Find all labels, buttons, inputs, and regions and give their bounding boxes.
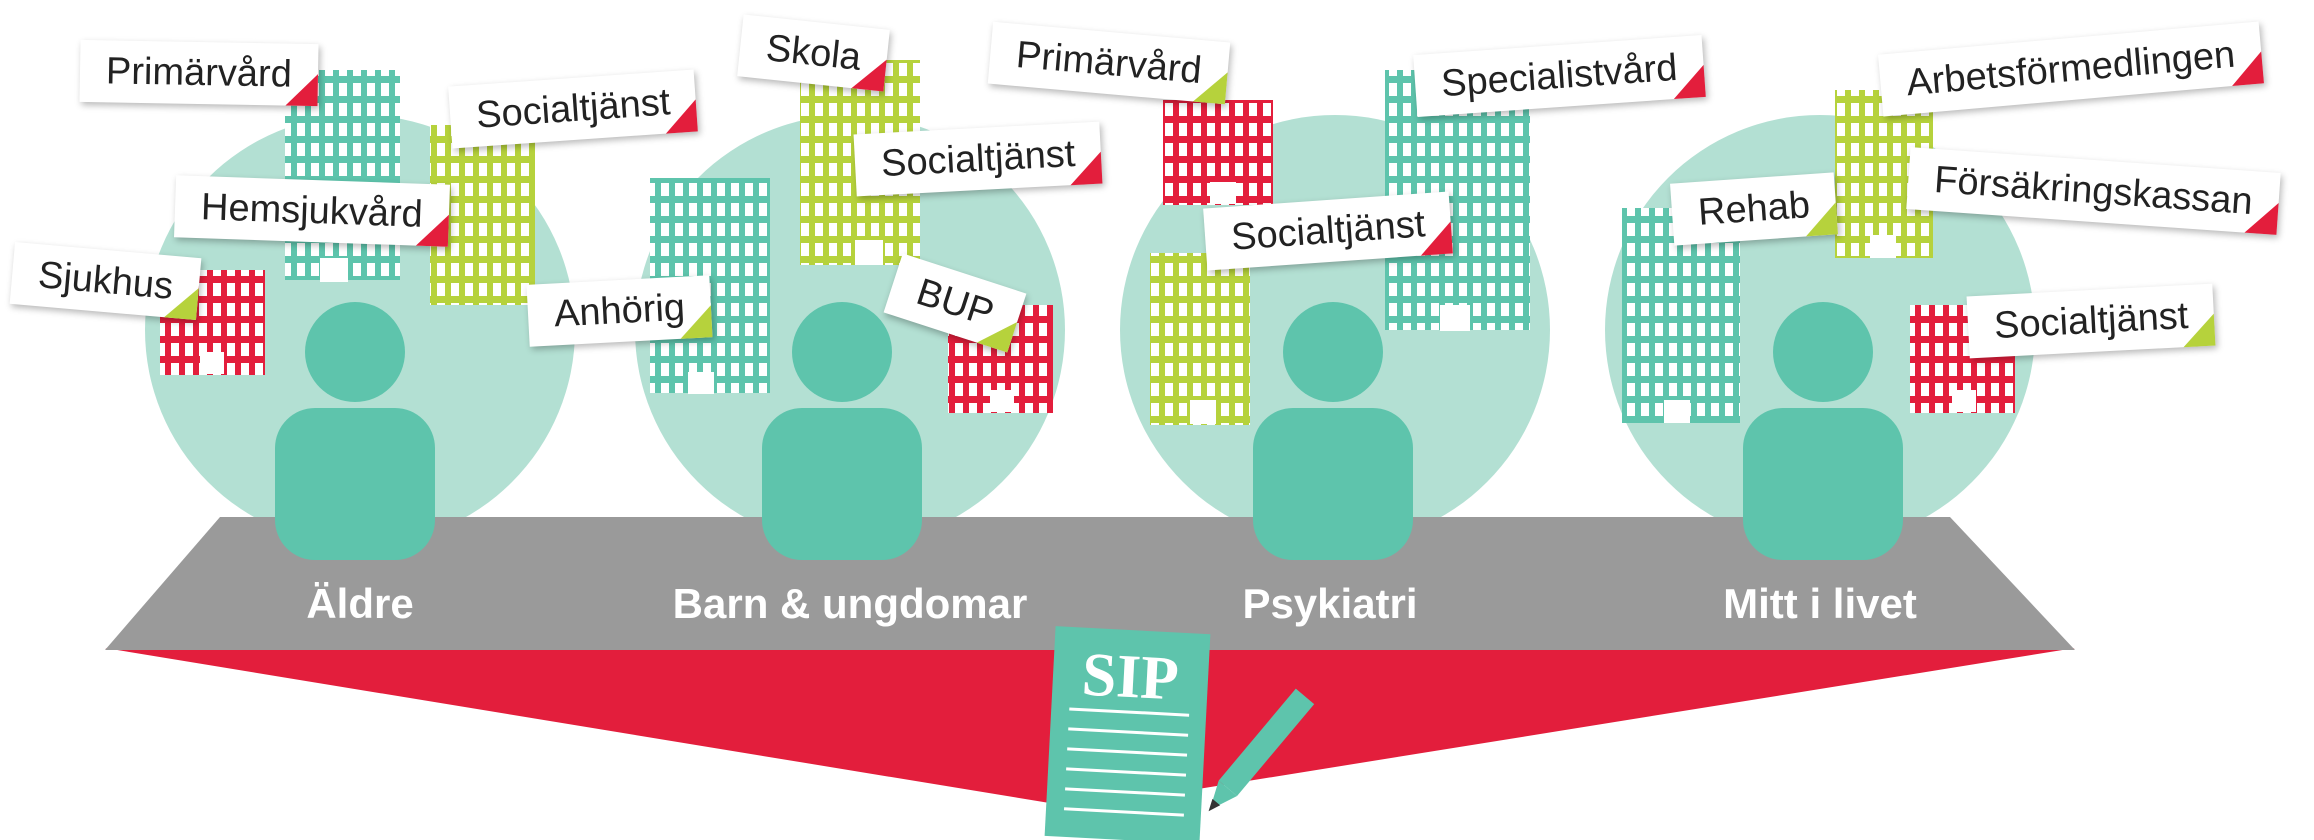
pen-icon	[1208, 688, 1315, 812]
tag-label: Sjukhus	[36, 254, 175, 308]
tag-mitt-rehab: Rehab	[1670, 172, 1838, 246]
tag-barn-anhorig: Anhörig	[526, 275, 713, 347]
person-icon-psykiatri	[1253, 302, 1413, 560]
building-aldre-red	[160, 270, 265, 375]
gray-platform	[105, 517, 2075, 650]
tag-label: Socialtjänst	[474, 81, 672, 137]
tag-mitt-socialtjanst: Socialtjänst	[1966, 283, 2216, 359]
tag-label: Rehab	[1696, 184, 1812, 234]
group-label-mitt: Mitt i livet	[1723, 580, 1917, 627]
tag-label: Socialtjänst	[1993, 294, 2190, 348]
tag-label: Anhörig	[552, 286, 686, 336]
tag-label: Socialtjänst	[880, 132, 1077, 186]
person-icon-mitt	[1743, 302, 1903, 560]
tag-label: Primärvård	[1014, 33, 1204, 93]
tag-label: Hemsjukvård	[200, 186, 424, 236]
building-psykiatri-lime	[1150, 253, 1250, 425]
tag-label: Specialistvård	[1439, 46, 1679, 106]
building-aldre-teal	[285, 70, 400, 282]
tag-label: Skola	[764, 27, 863, 79]
group-label-psykiatri: Psykiatri	[1242, 580, 1418, 627]
building-mitt-lime	[1835, 90, 1933, 258]
group-label-barn: Barn & ungdomar	[672, 580, 1028, 627]
building-psykiatri-red	[1163, 100, 1273, 205]
person-icon-aldre	[275, 302, 435, 560]
tag-label: Primärvård	[105, 50, 293, 96]
sip-document-icon	[1044, 626, 1211, 840]
tag-label: Socialtjänst	[1229, 203, 1427, 259]
tag-aldre-primarvard: Primärvård	[79, 39, 319, 107]
group-label-aldre: Äldre	[306, 580, 414, 627]
tag-barn-socialtjanst: Socialtjänst	[853, 121, 1103, 197]
person-icon-barn	[762, 302, 922, 560]
tag-aldre-hemsjukvard: Hemsjukvård	[174, 175, 450, 247]
tag-label: Försäkringskassan	[1932, 158, 2254, 224]
sip-document-title: SIP	[1080, 640, 1181, 714]
